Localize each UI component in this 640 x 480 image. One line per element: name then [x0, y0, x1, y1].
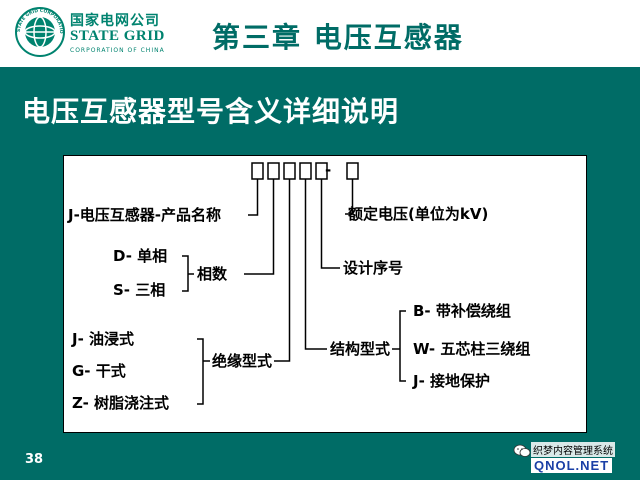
- code-box-6: [346, 162, 359, 180]
- watermark-site: QNOL.NET: [531, 458, 613, 473]
- code-box-4: [299, 162, 312, 180]
- model-suffix-dash: -: [325, 161, 332, 179]
- logo-chinese-name: 国家电网公司: [70, 13, 160, 29]
- label-structure-grounding: J- 接地保护: [413, 372, 491, 390]
- state-grid-logo-icon: STATE GRID CORPORATION OF CHINA: [14, 6, 65, 57]
- diagram-lines: [182, 162, 406, 405]
- code-box-2: [267, 162, 280, 180]
- label-product-name: J-电压互感器-产品名称: [68, 206, 222, 224]
- watermark: 织梦内容管理系统 QNOL.NET: [513, 442, 637, 476]
- label-insulation-oil: J- 油浸式: [72, 330, 135, 348]
- label-rated-voltage: 额定电压(单位为kV): [348, 205, 489, 223]
- label-structure-five-core: W- 五芯柱三绕组: [413, 340, 531, 358]
- label-phase-single: D- 单相: [113, 247, 168, 265]
- code-box-3: [283, 162, 296, 180]
- code-box-1: [251, 162, 264, 180]
- label-phase-count: 相数: [197, 265, 228, 283]
- label-structure-compensation: B- 带补偿绕组: [413, 302, 511, 320]
- wechat-icon: [513, 444, 531, 457]
- chapter-title: 第三章 电压互感器: [212, 21, 464, 54]
- logo-english-name: STATE GRID: [70, 28, 165, 44]
- slide-title: 电压互感器型号含义详细说明: [22, 95, 400, 128]
- watermark-chinese: 织梦内容管理系统: [531, 442, 615, 457]
- label-structure-type: 结构型式: [330, 340, 391, 358]
- label-design-sequence: 设计序号: [343, 259, 404, 277]
- label-insulation-dry: G- 干式: [72, 362, 126, 380]
- header-bar: STATE GRID CORPORATION OF CHINA 国家电网公司 S…: [0, 0, 640, 67]
- label-insulation-resin: Z- 树脂浇注式: [72, 394, 170, 412]
- logo-subtitle: CORPORATION OF CHINA: [70, 47, 165, 54]
- label-phase-three: S- 三相: [113, 281, 166, 299]
- label-insulation-type: 绝缘型式: [212, 352, 273, 370]
- model-code-diagram: - J-电压互感器-产品名称 额定电压(单位为kV) D- 单相 S- 三相 相…: [63, 155, 587, 433]
- page-number: 38: [25, 452, 44, 467]
